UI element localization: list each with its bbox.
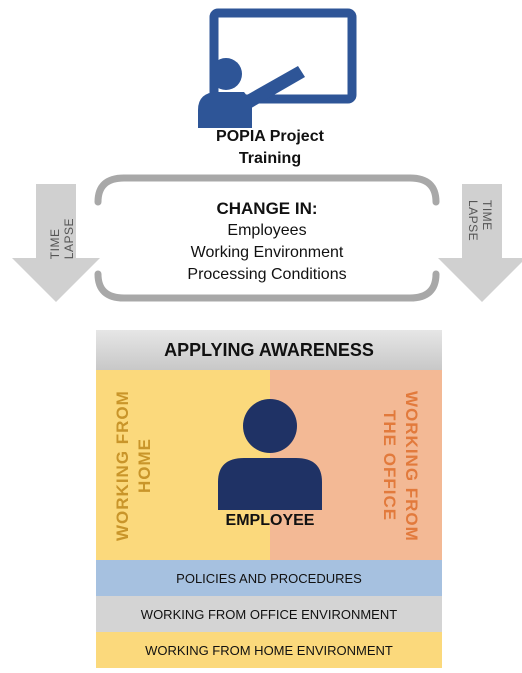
applying-awareness-heading: APPLYING AWARENESS: [96, 330, 442, 370]
change-item-working-environment: Working Environment: [190, 244, 344, 261]
office-environment-band: WORKING FROM OFFICE ENVIRONMENT: [96, 596, 442, 632]
person-icon: [218, 398, 322, 510]
change-in-heading: CHANGE IN:: [216, 199, 318, 218]
presentation-board-icon: [180, 8, 360, 128]
training-title-line-1: POPIA Project: [216, 128, 324, 145]
training-title-line-2: Training: [238, 150, 302, 167]
change-item-employees: Employees: [227, 222, 307, 239]
change-item-processing-conditions: Processing Conditions: [187, 266, 347, 283]
policies-and-procedures-band: POLICIES AND PROCEDURES: [96, 560, 442, 596]
change-in-box: CHANGE IN: Employees Working Environment…: [94, 172, 440, 304]
time-lapse-arrow-right: [438, 184, 522, 320]
home-environment-band: WORKING FROM HOME ENVIRONMENT: [96, 632, 442, 668]
employee-label: EMPLOYEE: [225, 512, 315, 529]
time-lapse-arrow-left: [12, 184, 100, 320]
